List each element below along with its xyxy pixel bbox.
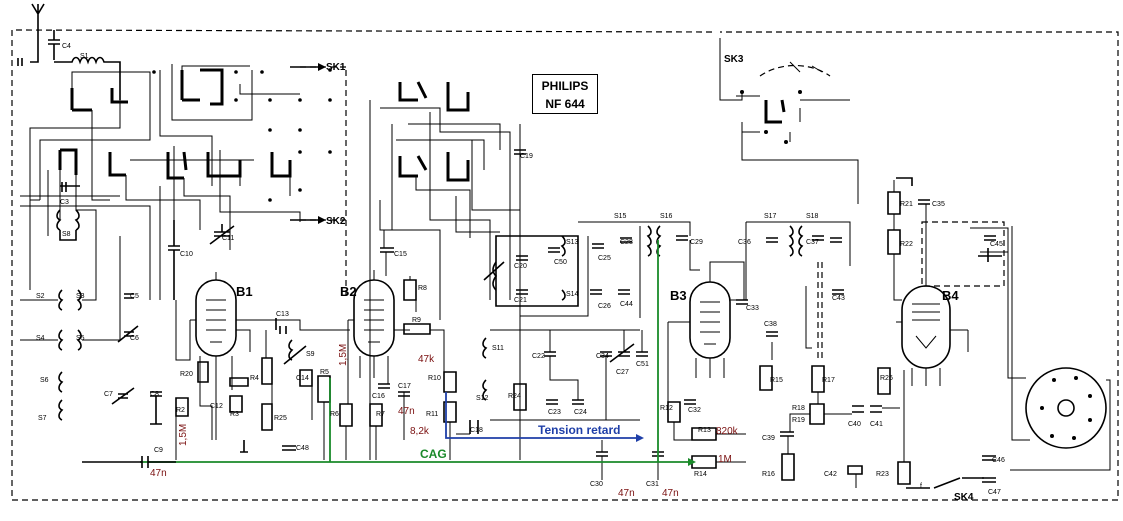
b4-tube [896, 276, 968, 386]
wiring-top-left [20, 64, 301, 300]
b3-circuit [596, 261, 748, 480]
cag-arrow [688, 458, 696, 466]
coils-s2-s7 [20, 236, 162, 425]
ratio-detector-stage [745, 221, 900, 488]
b1-circuit [175, 300, 350, 460]
mains-connector [906, 221, 1111, 489]
tension-retard-line [445, 392, 636, 439]
sk-mechanical-link [300, 66, 347, 300]
tension-retard-arrow [636, 434, 644, 442]
b4-circuit [887, 177, 969, 485]
b3-tube [684, 272, 744, 378]
cag-line [140, 240, 690, 463]
title-box-line1: PHILIPS [541, 79, 589, 93]
b1-tube [190, 272, 246, 372]
c10-c11 [168, 220, 235, 300]
sk3-switch [719, 38, 859, 204]
if-stage [483, 149, 700, 318]
title-box-line2: NF 644 [545, 97, 585, 111]
c3-s8 [56, 182, 80, 241]
b2-tube [348, 270, 410, 378]
s1-coil [54, 56, 121, 100]
antenna-symbol [17, 3, 60, 66]
enclosure-dashed [11, 29, 1119, 501]
b2-circuit [339, 230, 479, 460]
detector-stage [482, 329, 648, 460]
wave-switch-bank-top-left [58, 68, 292, 180]
title-box: PHILIPS NF 644 [532, 74, 598, 114]
wave-switch-bank-center [369, 81, 521, 460]
c9-cap [82, 456, 176, 468]
switch-dots [152, 68, 332, 202]
